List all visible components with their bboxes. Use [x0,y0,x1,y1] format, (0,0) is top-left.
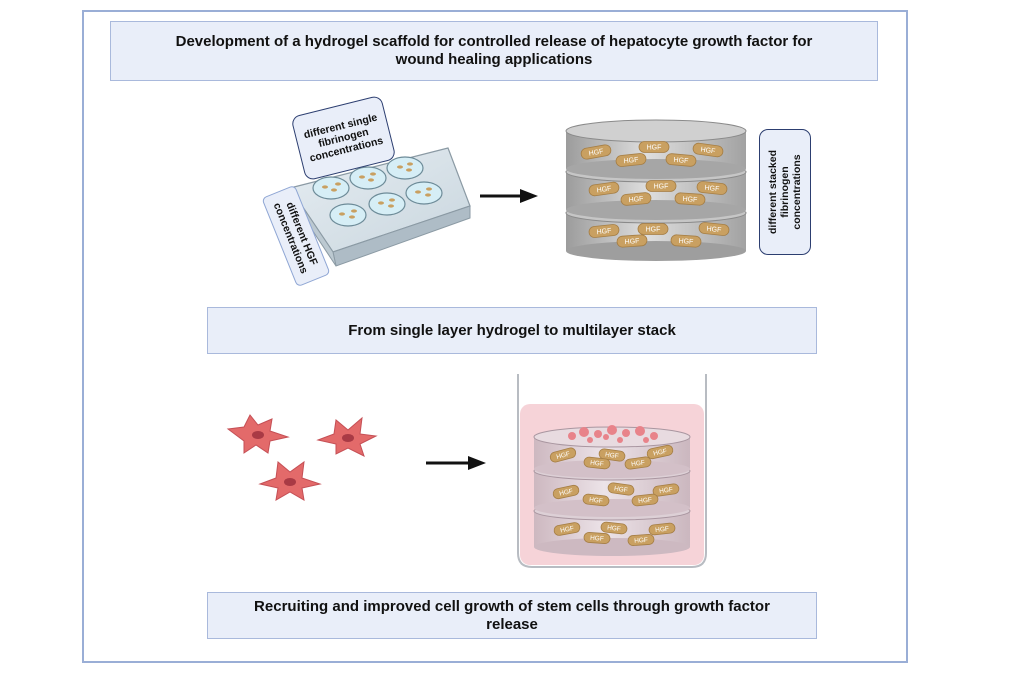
hgf-particle-label: HGF [631,459,646,468]
stacked-fibrinogen-text: different stacked fibrinogen concentrati… [767,149,803,235]
hgf-particle: HGF [696,181,728,195]
step2-caption-text: Recruiting and improved cell growth of s… [254,597,770,633]
hgf-particle: HGF [631,493,659,507]
hgf-particle-label: HGF [653,448,668,458]
hgf-particle: HGF [549,447,577,463]
hgf-particle: HGF [588,224,620,238]
hgf-particle: HGF [652,483,680,497]
hgf-particle-label: HGF [623,157,638,166]
hgf-particle: HGF [553,522,581,536]
hgf-particle-label: HGF [700,146,716,155]
hgf-particle: HGF [665,153,697,167]
hgf-particle-label: HGF [647,144,662,151]
hgf-particle: HGF [624,456,652,470]
hgf-particle: HGF [698,222,730,236]
hgf-particle-label: HGF [614,485,629,494]
hgf-particle: HGF [580,144,612,160]
step1-caption: From single layer hydrogel to multilayer… [207,307,817,354]
step2-caption: Recruiting and improved cell growth of s… [207,592,817,639]
hgf-particle: HGF [616,234,648,248]
hgf-particle-label: HGF [605,451,620,460]
hgf-particle: HGF [627,534,655,546]
plate-wells [312,156,443,227]
arrow-plate-to-stack [480,189,538,203]
stem-cell [316,416,378,457]
hgf-particle-label: HGF [560,525,575,534]
hgf-particle-label: HGF [596,185,612,194]
figure-title: Development of a hydrogel scaffold for c… [110,21,878,81]
hgf-particle-label: HGF [678,238,693,246]
hgf-particle: HGF [692,142,724,158]
step1-caption-text: From single layer hydrogel to multilayer… [348,321,676,339]
single-fibrinogen-text: different single fibrinogen concentratio… [302,111,385,165]
hgf-particle: HGF [637,223,669,235]
hgf-particle-label: HGF [556,451,571,461]
hgf-particle: HGF [615,153,647,167]
hgf-particle: HGF [583,456,611,470]
culture-well [517,374,707,568]
hgf-particle-label: HGF [596,228,611,237]
hgf-particle: HGF [588,181,620,197]
hgf-particle: HGF [600,521,628,535]
hgf-particle-label: HGF [646,226,661,233]
hgf-particle: HGF [670,234,702,248]
hgf-particle-label: HGF [706,226,721,235]
hgf-particle: HGF [638,141,670,153]
hgf-particle-label: HGF [659,486,674,495]
hgf-particle: HGF [648,522,676,536]
stem-cell [258,460,322,501]
hgf-particle-label: HGF [588,148,604,157]
hgf-particle-label: HGF [654,183,669,190]
hgf-particle: HGF [646,444,674,460]
figure-title-text: Development of a hydrogel scaffold for c… [175,33,813,68]
hgf-particle-label: HGF [673,157,688,165]
arrow-cells-to-well [426,456,486,470]
hgf-particle: HGF [583,532,611,544]
hgf-particle-label: HGF [559,488,574,498]
hgf-particle: HGF [674,192,706,206]
hgf-particle-label: HGF [655,526,669,534]
stacked-fibrinogen-label: different stacked fibrinogen concentrati… [759,129,811,255]
hgf-particle-label: HGF [624,238,639,246]
stem-cell [226,414,290,454]
hgf-particle: HGF [620,192,652,206]
hgf-particle-label: HGF [589,497,603,505]
hgf-particle-label: HGF [590,535,604,543]
hgf-particles-stack: HGF HGF HGF HGF HGF HGF HGF HGF HGF HGF HGF HGF HGF H… [580,141,730,248]
hgf-particle: HGF [607,482,635,496]
hgf-particle: HGF [582,493,610,507]
hgf-particle-label: HGF [590,460,604,468]
hgf-particle: HGF [645,180,677,192]
hgf-particle-label: HGF [704,185,719,194]
hgf-particle-label: HGF [638,497,652,505]
hgf-particle: HGF [598,448,626,462]
hgf-particle: HGF [552,484,580,500]
seeded-cells [568,425,658,443]
hgf-particle-label: HGF [628,196,643,204]
hgf-particle-label: HGF [634,537,648,545]
hgf-particle-label: HGF [682,196,697,204]
hgf-particle-label: HGF [607,525,621,533]
